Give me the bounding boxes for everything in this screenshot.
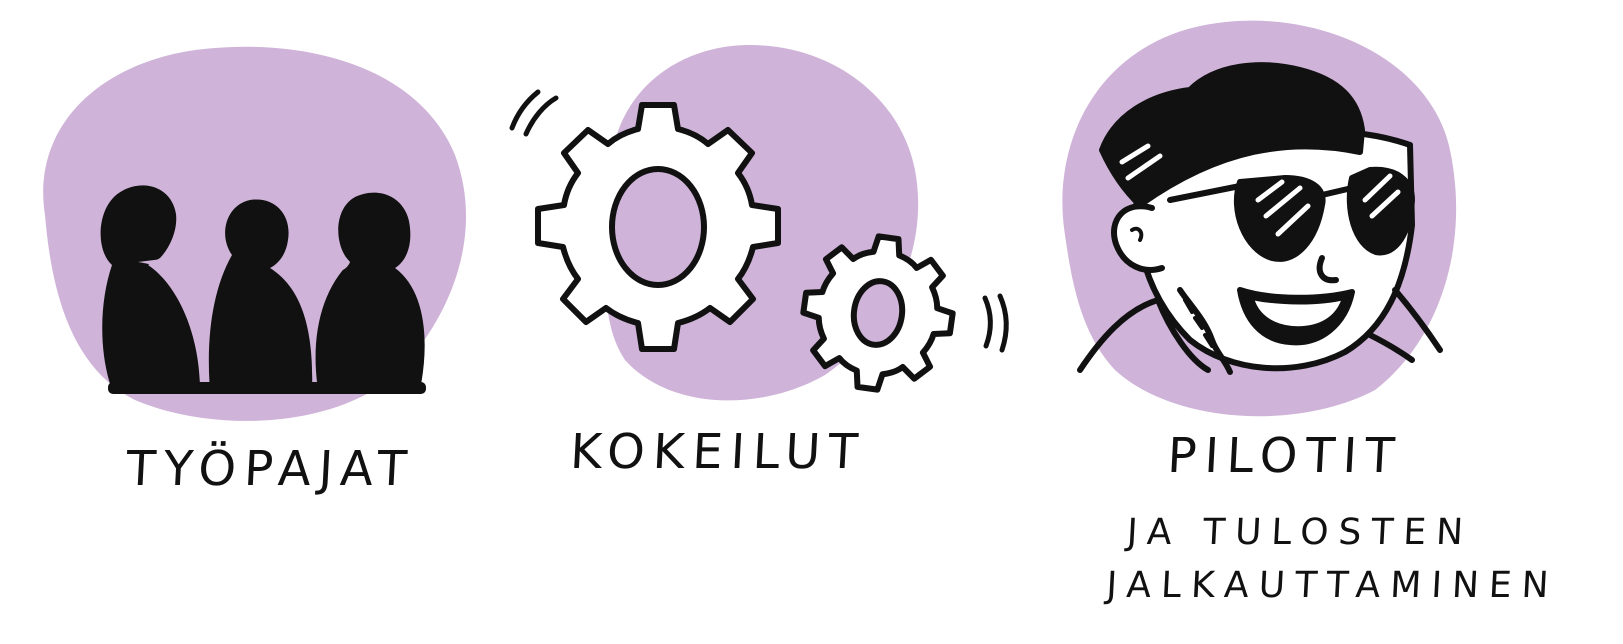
gears-icon bbox=[500, 0, 1040, 430]
caption-pilots-sub-line2: JALKAUTTAMINEN bbox=[1049, 568, 1616, 604]
sunglasses-person-icon bbox=[1040, 0, 1623, 420]
caption-experiments: KOKEILUT bbox=[537, 428, 900, 476]
caption-pilots: PILOTIT bbox=[1134, 432, 1437, 480]
caption-workshops: TYÖPAJAT bbox=[97, 445, 445, 493]
caption-pilots-sub-line1: JA TULOSTEN bbox=[1099, 515, 1501, 551]
panel-experiments: KOKEILUT bbox=[500, 0, 1040, 644]
panel-workshops: TYÖPAJAT bbox=[0, 0, 520, 644]
three-people-silhouette-icon bbox=[0, 0, 520, 430]
panel-pilots: PILOTIT JA TULOSTEN JALKAUTTAMINEN bbox=[1040, 0, 1623, 644]
